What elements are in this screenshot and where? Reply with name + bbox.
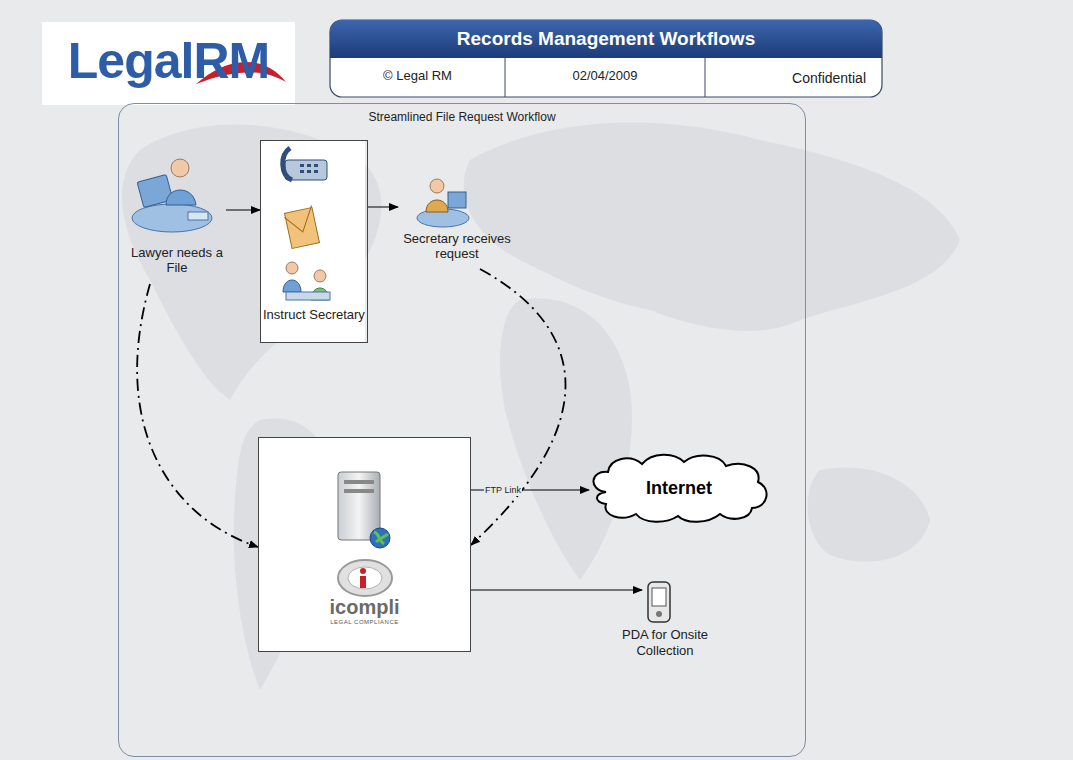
server-box: icompliLEGAL COMPLIANCE xyxy=(258,437,471,652)
meeting-icon xyxy=(283,262,330,300)
connector-line xyxy=(368,207,398,208)
instruct-box: Instruct Secretary xyxy=(260,140,368,343)
lawyer-icon xyxy=(132,159,212,232)
dashdot-connector xyxy=(471,269,566,545)
workflow-panel: Streamlined File Request WorkflowLawyer … xyxy=(118,103,806,757)
node-label: Instruct Secretary xyxy=(263,307,365,322)
internet-cloud: Internet xyxy=(586,452,772,524)
lawyer-actor: Lawyer needs a File xyxy=(128,145,226,280)
node-label: PDA for Onsite Collection xyxy=(620,627,710,659)
secretary-icon xyxy=(417,179,469,227)
logo-ground xyxy=(42,22,295,105)
node-label: Streamlined File Request Workflow xyxy=(368,110,555,124)
world-map xyxy=(122,123,960,690)
header-bar xyxy=(330,20,882,58)
header-divider xyxy=(505,58,506,97)
header-title: Records Management Workflows xyxy=(330,20,882,58)
node-label: Lawyer needs a File xyxy=(128,245,226,275)
secretary-actor: Secretary receives request xyxy=(398,172,516,265)
server-icon xyxy=(338,472,390,548)
header-cell: 02/04/2009 xyxy=(505,58,705,97)
header-cell: © Legal RM xyxy=(330,58,505,97)
node-sublabel: LEGAL COMPLIANCE xyxy=(330,618,398,626)
header-frame xyxy=(330,20,882,97)
node-label: Internet xyxy=(646,478,712,499)
connector-line xyxy=(226,210,260,211)
envelope-icon xyxy=(283,206,319,249)
dashdot-connector xyxy=(137,284,258,547)
edge-label: FTP Link xyxy=(484,485,522,496)
pda-icon xyxy=(648,582,670,622)
connector-line xyxy=(471,590,642,591)
company-logo: LegalRM xyxy=(42,22,295,105)
node-label: Secretary receives request xyxy=(398,231,516,261)
header-cell: Confidential xyxy=(705,58,882,97)
node-label: icompli xyxy=(329,596,399,618)
box-fill xyxy=(260,140,365,343)
pda-device: PDA for Onsite Collection xyxy=(620,580,710,682)
phone-icon xyxy=(283,148,327,180)
icompli-logo xyxy=(338,560,392,596)
header-divider xyxy=(705,58,706,97)
box-fill xyxy=(258,437,471,652)
